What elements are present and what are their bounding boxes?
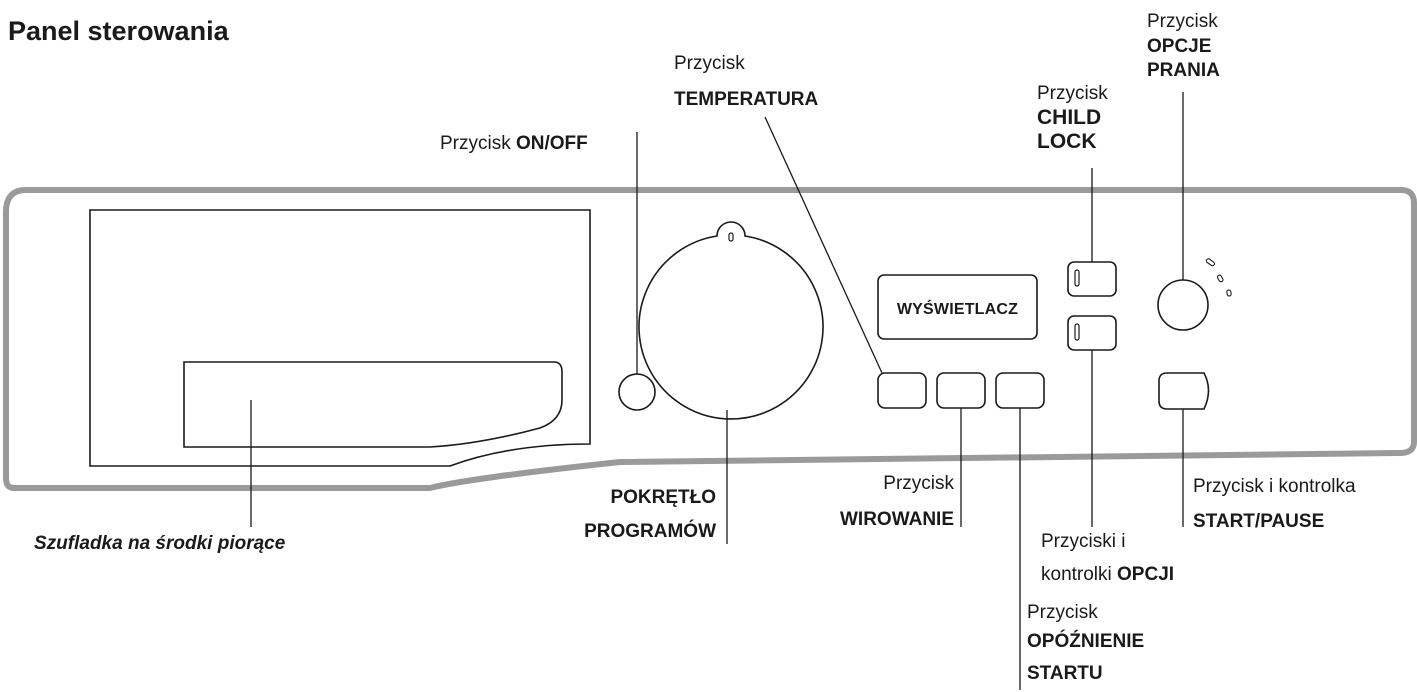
temperature-button[interactable] [877, 372, 927, 409]
wash-options-label-line2: PRANIA [1147, 60, 1220, 81]
child-lock-label-prefix: Przycisk [1037, 83, 1108, 104]
start-pause-label-prefix: Przycisk i kontrolka [1193, 476, 1356, 497]
display-screen [877, 274, 1038, 340]
wash-options-led-1 [1205, 258, 1216, 267]
delay-start-label-prefix: Przycisk [1027, 602, 1098, 623]
knob-indicator [728, 232, 734, 242]
display-label: WYŚWIETLACZ [896, 301, 1019, 318]
spin-button[interactable] [936, 372, 986, 409]
child-lock-label-line1: CHILD [1037, 106, 1102, 129]
program-knob[interactable] [638, 221, 824, 420]
program-knob-label-line2: PROGRAMÓW [584, 521, 716, 542]
panel-outline [2, 187, 1417, 491]
drawer-label: Szufladka na środki piorące [34, 533, 286, 554]
detergent-drawer[interactable] [89, 209, 591, 467]
delay-start-label-line2: STARTU [1027, 663, 1103, 684]
options-label-line2: kontrolki OPCJI [1041, 564, 1175, 585]
start-pause-label-name: START/PAUSE [1193, 511, 1325, 532]
options-label-line1: Przyciski i [1041, 531, 1126, 552]
spin-label-prefix: Przycisk [883, 473, 954, 494]
option-led [1074, 323, 1080, 341]
on-off-button[interactable] [618, 373, 656, 411]
temperature-label-name: TEMPERATURA [674, 89, 819, 110]
temperature-label-prefix: Przycisk [674, 53, 745, 74]
drawer-handle[interactable] [183, 361, 563, 448]
child-lock-led [1074, 269, 1080, 287]
wash-options-label-line1: OPCJE [1147, 36, 1212, 57]
delay-start-button[interactable] [995, 372, 1045, 409]
spin-label-name: WIROWANIE [840, 509, 954, 530]
temperature-leader [764, 116, 883, 374]
wash-options-knob[interactable] [1157, 279, 1209, 331]
wash-options-led-3 [1226, 289, 1232, 297]
child-lock-label-line2: LOCK [1037, 130, 1097, 153]
program-knob-label-line1: POKRĘTŁO [610, 487, 716, 508]
wash-options-led-2 [1216, 274, 1224, 283]
start-pause-button[interactable] [1158, 372, 1210, 410]
on-off-label: Przycisk ON/OFF [440, 133, 588, 154]
delay-start-label-line1: OPÓŹNIENIE [1027, 631, 1145, 652]
page-title: Panel sterowania [8, 16, 229, 46]
wash-options-label-prefix: Przycisk [1147, 11, 1218, 32]
